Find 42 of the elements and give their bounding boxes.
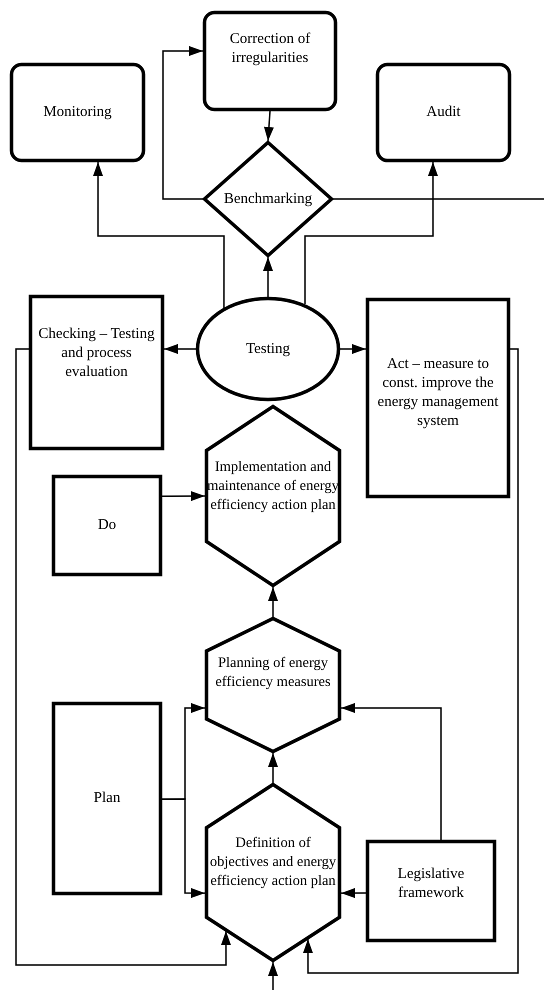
arrow (268, 962, 278, 990)
arrow (164, 344, 196, 354)
arrow (162, 46, 203, 200)
hexagon-node (205, 617, 341, 753)
node-label: Correction of irregularities (228, 30, 312, 68)
process-box (366, 298, 510, 498)
process-box (52, 702, 162, 895)
arrow (341, 702, 442, 840)
node-label: Benchmarking (224, 190, 312, 208)
ellipse-node (196, 297, 340, 401)
arrow (341, 888, 366, 898)
arrow (302, 348, 519, 974)
arrow (162, 798, 205, 898)
arrow (93, 162, 225, 308)
arrow (304, 162, 438, 304)
process-box (366, 840, 496, 942)
node-label: Testing (246, 340, 290, 358)
arrow (263, 257, 273, 297)
node-label: Audit (426, 103, 461, 122)
rounded-box (203, 11, 337, 111)
rounded-box (376, 63, 511, 162)
node-label: Checking – Testing and process evaluation (37, 325, 156, 382)
process-box (52, 475, 162, 576)
node-label: Monitoring (43, 103, 112, 122)
node-label: Do (98, 516, 116, 535)
arrow (15, 348, 231, 966)
arrow (268, 753, 278, 783)
arrow (162, 491, 205, 502)
node-label: Planning of energy efficiency measures (214, 654, 332, 692)
node-label: Definition of objectives and energy efficiency action plan (208, 834, 338, 891)
hexagon-node (205, 405, 341, 587)
hexagon-node (205, 783, 341, 962)
node-label: Act – measure to const. improve the energy management system (376, 355, 500, 431)
rounded-box (10, 63, 145, 162)
process-box (29, 295, 164, 450)
arrow (340, 344, 366, 354)
arrow (268, 587, 278, 617)
node-label: Plan (94, 789, 120, 808)
node-label: Legislative framework (396, 865, 466, 903)
arrow (264, 110, 274, 142)
node-label: Implementation and maintenance of energy efficiency action plan (206, 458, 340, 514)
decision-diamond (203, 141, 333, 257)
